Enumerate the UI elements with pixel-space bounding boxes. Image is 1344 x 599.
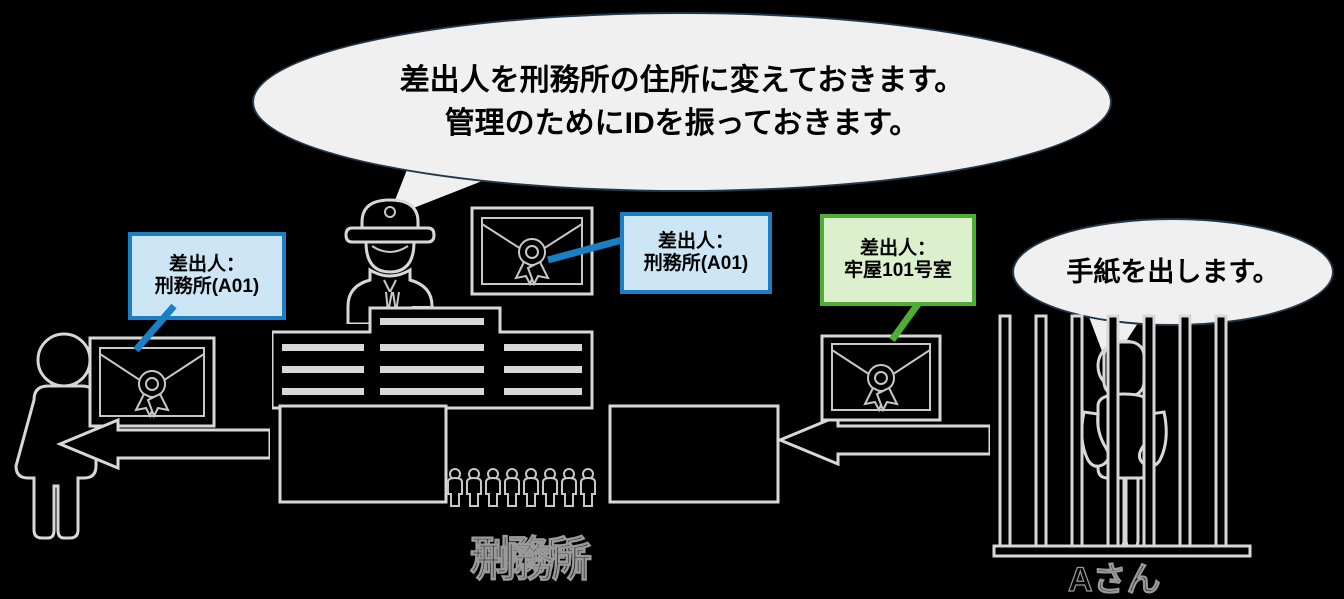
prison-building-icon — [272, 300, 692, 500]
prison-caption-text-shadow: 刑務所 — [475, 540, 592, 585]
prisoner-group-icon — [446, 466, 602, 510]
prisoner-behind-bars-icon — [992, 308, 1256, 562]
callout-mid-line-2: 刑務所(A01) — [643, 253, 749, 274]
callout-left-leader-line — [133, 303, 177, 353]
prisoner-statement-bubble: 手紙を出します。 — [1012, 218, 1334, 326]
callout-mid-line-1: 差出人： — [657, 230, 734, 252]
prison-caption-text: 刑務所 — [469, 533, 586, 578]
person-silhouette-icon — [14, 322, 124, 542]
person-caption: Aさん — [1067, 552, 1161, 599]
main-bubble-line-2: 管理のためにIDを振っておきます。 — [444, 107, 920, 140]
callout-mid-leader-line — [547, 236, 623, 264]
prisoner-bubble-line-1: 手紙を出します。 — [1066, 256, 1280, 287]
person-caption-text: Aさん — [1067, 560, 1161, 599]
callout-sender-original: 差出人： 牢屋101号室 — [820, 214, 976, 306]
left-arrow-icon-1 — [56, 418, 270, 470]
sealed-letter-icon-left — [86, 334, 218, 430]
main-bubble-line-1: 差出人を刑務所の住所に変えておきます。 — [399, 63, 965, 97]
callout-green-leader-line — [889, 302, 921, 343]
sealed-letter-icon-right — [818, 332, 944, 430]
prison-officer-icon — [336, 188, 444, 324]
prison-wall-right — [608, 404, 780, 504]
main-narration-bubble: 差出人を刑務所の住所に変えておきます。 管理のためにIDを振っておきます。 — [252, 12, 1112, 192]
callout-green-line-1: 差出人： — [859, 237, 936, 259]
prison-caption: 刑務所 刑務所 — [469, 523, 592, 585]
callout-sender-middle: 差出人： 刑務所(A01) — [620, 212, 772, 294]
callout-left-line-2: 刑務所(A01) — [154, 276, 260, 297]
callout-sender-left: 差出人： 刑務所(A01) — [128, 232, 286, 320]
callout-left-line-1: 差出人： — [168, 253, 245, 275]
callout-green-line-2: 牢屋101号室 — [844, 260, 952, 281]
left-arrow-icon-2 — [776, 414, 990, 466]
prison-wall-left — [278, 404, 448, 504]
